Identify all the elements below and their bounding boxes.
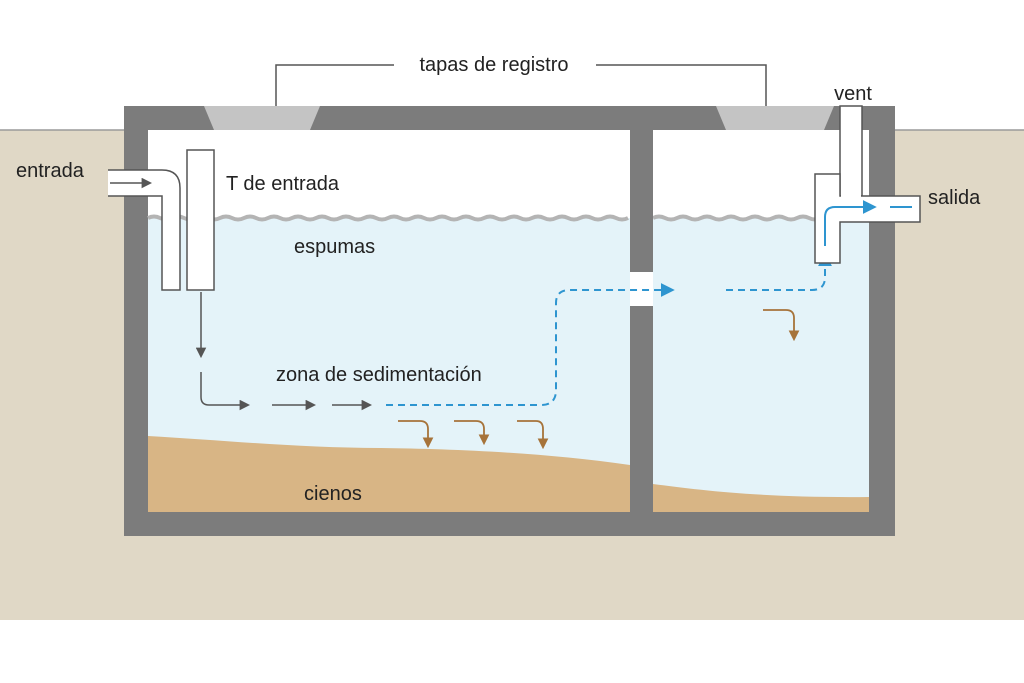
- outlet-flow-arrow-icon: [824, 200, 877, 246]
- inlet-pipe: [108, 169, 181, 291]
- label-outlet: salida: [928, 187, 981, 209]
- vent-pipe: [839, 105, 863, 197]
- label-inlet-tee: T de entrada: [226, 173, 340, 195]
- scum-layer: [147, 214, 870, 222]
- partition-wall-lower: [630, 306, 653, 512]
- label-vent: vent: [834, 83, 872, 105]
- sludge-chamber-1: [148, 436, 630, 512]
- inlet-tee: [186, 149, 215, 291]
- partition-wall-upper: [630, 130, 653, 272]
- tee-mask: [841, 190, 861, 200]
- settling-arrow-icon: [517, 420, 549, 450]
- label-manholes: tapas de registro: [420, 54, 569, 76]
- label-inlet: entrada: [16, 160, 85, 182]
- settling-arrow-icon: [398, 420, 434, 449]
- label-scum: espumas: [294, 236, 375, 258]
- manhole-lid-left: [204, 106, 320, 130]
- clarified-flow-path-icon: [386, 283, 675, 406]
- settling-arrow-icon: [763, 309, 800, 342]
- label-sludge: cienos: [304, 483, 362, 505]
- sludge-chamber-2: [653, 484, 869, 512]
- lids-bracket-left: [275, 64, 394, 106]
- label-settling-zone: zona de sedimentación: [276, 364, 482, 386]
- lids-bracket-right: [596, 64, 767, 106]
- outlet-flow-path-icon: [726, 252, 832, 291]
- manhole-lid-right: [716, 106, 834, 130]
- water-chamber-2: [653, 218, 869, 512]
- curve-flow-arrow-icon: [200, 372, 251, 411]
- water-chamber-1: [148, 218, 630, 512]
- settling-arrow-icon: [454, 420, 490, 446]
